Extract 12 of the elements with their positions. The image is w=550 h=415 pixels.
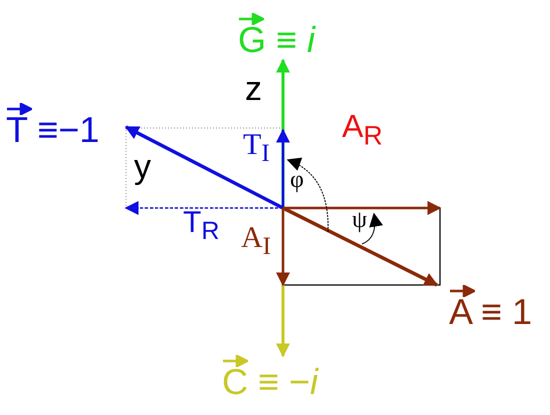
component-label: T$_{R}$: [183, 208, 220, 244]
angle-label: φ: [290, 168, 304, 192]
axis-label: z: [245, 72, 262, 106]
angle-label: ψ: [352, 208, 368, 232]
component-label: A$_{R}$: [342, 110, 383, 150]
vector-label: C ≡ −i: [222, 364, 318, 400]
component-label: T$_{I}$: [243, 130, 270, 166]
component-label: A$_{I}$: [241, 223, 271, 259]
vector-label: T ≡−1: [6, 112, 100, 148]
axis-label: y: [134, 150, 151, 184]
vector-label: A ≡ 1: [449, 294, 532, 330]
vector-label: G ≡ i: [238, 22, 316, 58]
